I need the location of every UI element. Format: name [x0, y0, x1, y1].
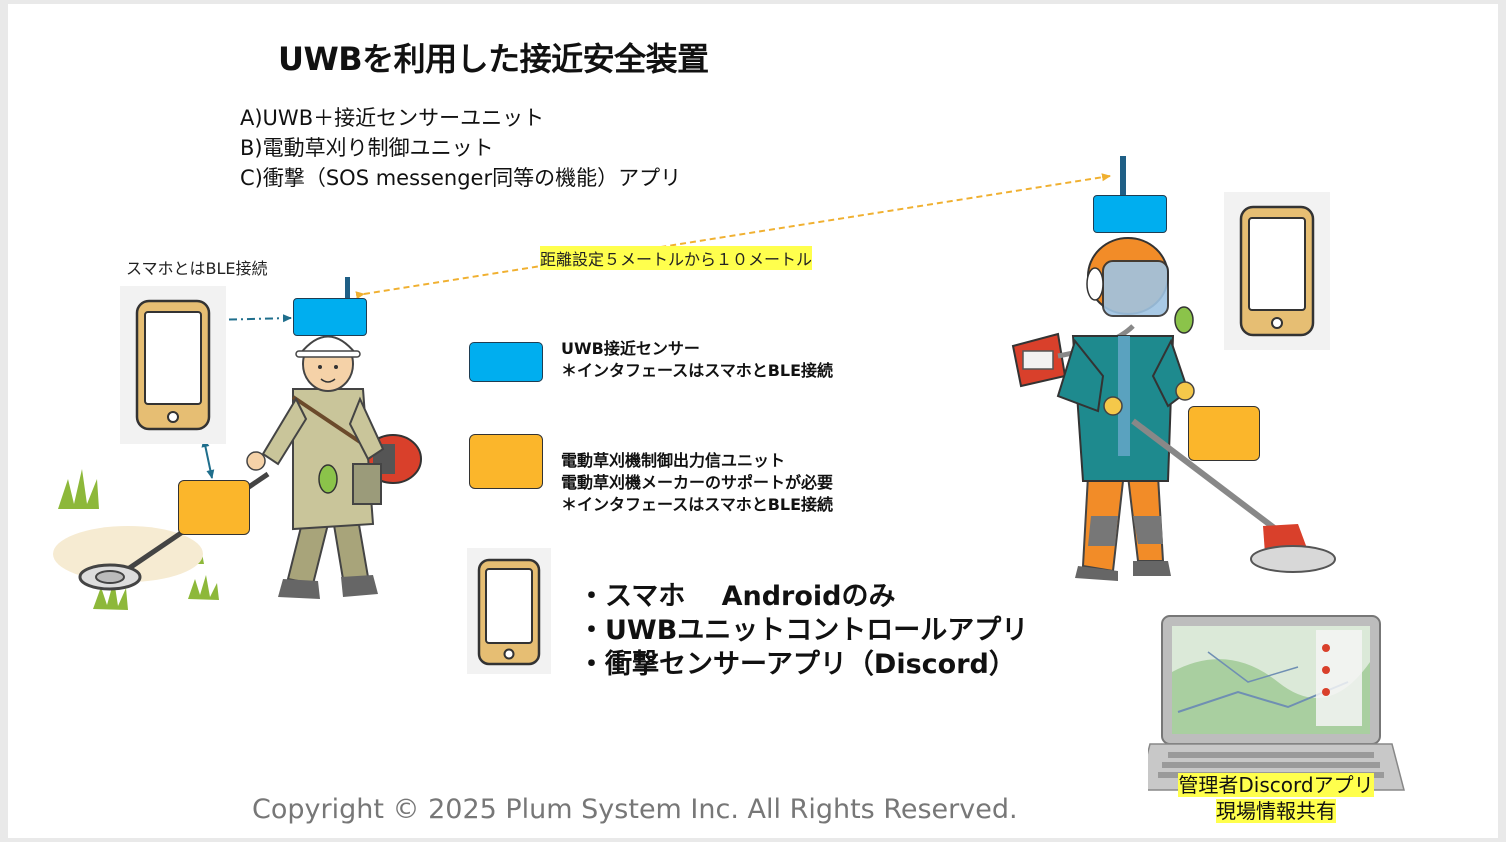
uwb-sensor-left [293, 298, 367, 336]
admin-caption: 管理者Discordアプリ 現場情報共有 [1172, 772, 1380, 824]
slide: UWBを利用した接近安全装置 A)UWB＋接近センサーユニット B)電動草刈り制… [8, 4, 1498, 838]
legend-uwb-text: UWB接近センサー ＊インタフェースはスマホとBLE接続 [561, 338, 833, 382]
distance-label: 距離設定５メートルから１０メートル [540, 246, 813, 270]
component-b: B)電動草刈り制御ユニット [240, 136, 494, 160]
control-unit-right [1188, 406, 1260, 461]
legend-control-line3: ＊インタフェースはスマホとBLE接続 [561, 495, 834, 514]
antenna-right [1120, 156, 1126, 198]
component-a: A)UWB＋接近センサーユニット [240, 106, 545, 130]
worker-left-illustration [53, 335, 422, 610]
control-unit-left [178, 480, 250, 535]
legend-phone-icon [467, 548, 551, 674]
distance-arrow [355, 173, 1111, 300]
admin-line2: 現場情報共有 [1216, 799, 1336, 823]
legend-control-text: 電動草刈機制御出力信ユニット 電動草刈機メーカーのサポートが必要 ＊インタフェー… [561, 450, 833, 516]
legend-uwb-line1: UWB接近センサー [561, 339, 700, 358]
legend-phone-line3: ・衝撃センサーアプリ（Discord） [578, 649, 1016, 680]
page-title: UWBを利用した接近安全装置 [278, 40, 709, 78]
legend-control-line2: 電動草刈機メーカーのサポートが必要 [561, 473, 834, 492]
uwb-sensor-right [1093, 195, 1167, 233]
antenna-left [345, 277, 350, 301]
legend-control-swatch [469, 434, 543, 489]
legend-control-line1: 電動草刈機制御出力信ユニット [561, 451, 786, 470]
ble-arrow-unit [201, 438, 215, 479]
legend-uwb-line2: ＊インタフェースはスマホとBLE接続 [561, 361, 834, 380]
ble-note: スマホとはBLE接続 [126, 259, 268, 278]
phone-icon [120, 286, 226, 444]
phone-icon-right [1224, 192, 1330, 350]
copyright: Copyright © 2025 Plum System Inc. All Ri… [252, 794, 1018, 825]
worker-right-illustration [1011, 237, 1336, 581]
legend-phone-line1: ・スマホ Androidのみ [578, 581, 896, 612]
legend-phone-line2: ・UWBユニットコントロールアプリ [578, 615, 1029, 646]
admin-line1: 管理者Discordアプリ [1178, 773, 1374, 797]
laptop-illustration [1148, 615, 1405, 791]
legend-uwb-swatch [469, 342, 543, 382]
